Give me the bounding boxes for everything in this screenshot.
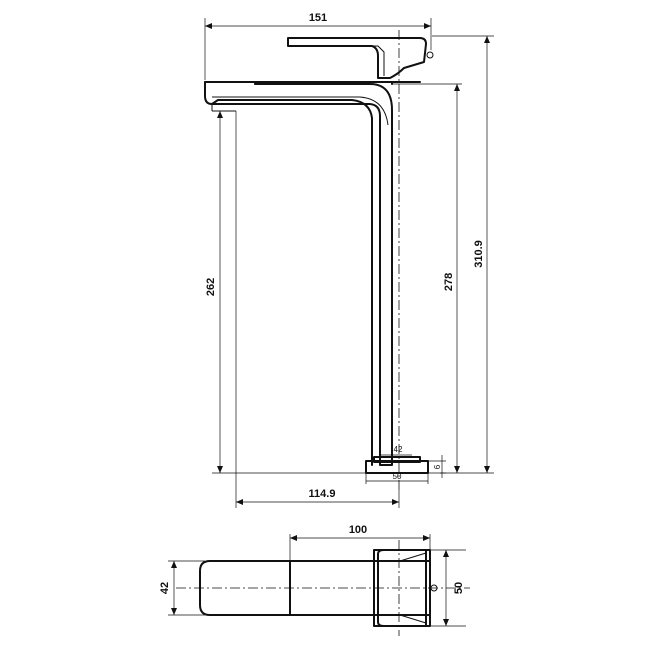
lever-handle (287, 37, 427, 79)
plan-lever (377, 549, 427, 627)
dim-height-spout-top: 278 (443, 273, 455, 291)
dim-base-top-width: 42 (394, 445, 403, 454)
dim-plan-width-base: 50 (453, 582, 465, 594)
lever-edge (399, 614, 427, 624)
elevation-view: 151 310.9 278 262 114.9 42 50 (204, 12, 494, 508)
lever-pin (426, 51, 434, 59)
dim-base-width: 50 (393, 472, 402, 481)
dim-height-spout-outlet: 262 (205, 278, 217, 296)
dim-plan-length: 100 (349, 524, 367, 536)
tap-base-top (373, 456, 421, 463)
plan-view: 100 42 50 (159, 524, 470, 636)
tap-body-outline (204, 81, 393, 466)
spout-upper-edge (212, 96, 389, 126)
lever-detail (372, 45, 385, 76)
lever-edge (399, 552, 427, 562)
dim-height-total: 310.9 (473, 240, 485, 268)
dim-plan-width-body: 42 (159, 582, 171, 594)
dim-width-total: 151 (309, 12, 327, 24)
dim-spout-reach: 114.9 (309, 488, 336, 500)
dim-base-thickness: 6 (433, 464, 442, 469)
spout-underside (211, 99, 373, 466)
